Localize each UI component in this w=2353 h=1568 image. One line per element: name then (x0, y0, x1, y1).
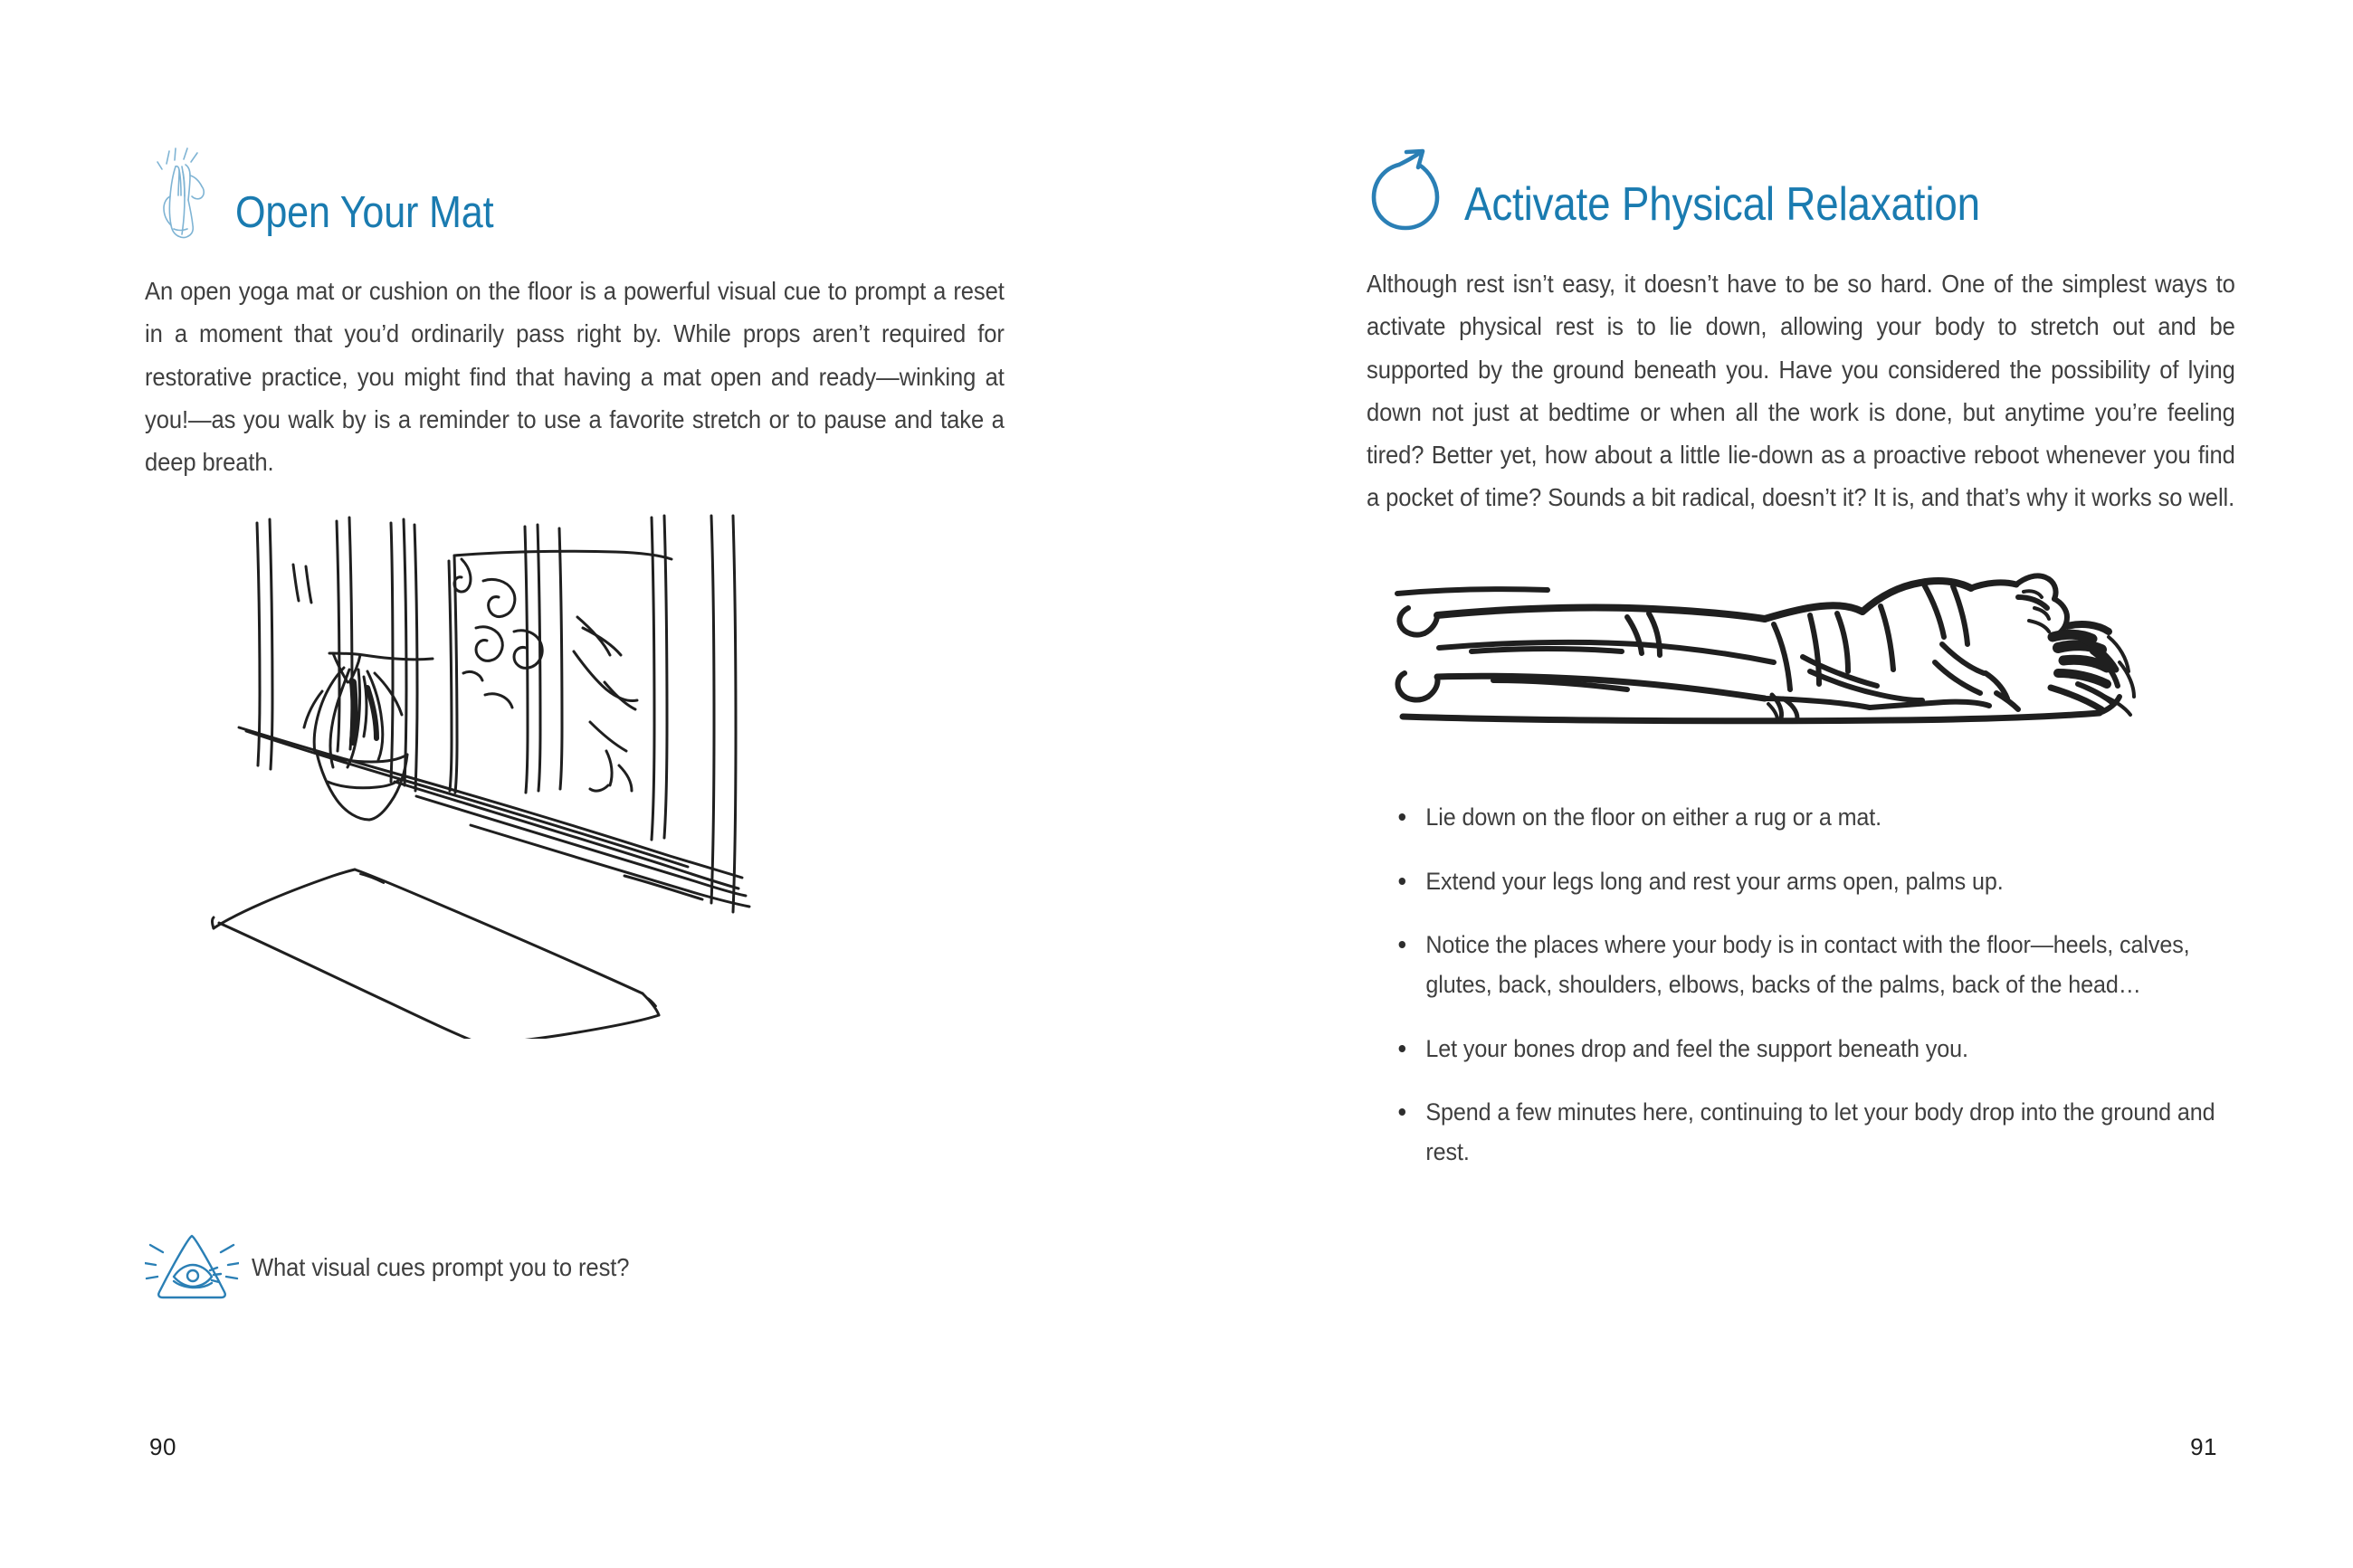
page-number-right: 91 (2190, 1433, 2217, 1460)
right-heading: Activate Physical Relaxation (1367, 145, 2235, 232)
list-item: Notice the places where your body is in … (1394, 926, 2231, 1004)
left-paragraph: An open yoga mat or cushion on the floor… (145, 277, 1005, 477)
page-left: Open Your Mat An open yoga mat or cushio… (0, 0, 1176, 1568)
circular-reset-arrow-icon (1367, 147, 1444, 232)
praying-hands-icon (145, 145, 215, 239)
list-item: Lie down on the floor on either a rug or… (1394, 798, 2231, 838)
right-paragraph: Although rest isn’t easy, it doesn’t hav… (1367, 270, 2235, 512)
list-item: Spend a few minutes here, continuing to … (1394, 1093, 2231, 1172)
list-item: Extend your legs long and rest your arms… (1394, 862, 2231, 902)
window-with-plant-and-yoga-mat-sketch (199, 514, 796, 1040)
left-heading-title: Open Your Mat (235, 188, 494, 237)
left-reflection-prompt-text: What visual cues prompt you to rest? (252, 1253, 630, 1281)
person-lying-supine-savasana-sketch (1385, 561, 2199, 733)
page-number-left: 90 (149, 1433, 176, 1460)
left-heading: Open Your Mat (145, 145, 1005, 239)
right-heading-title: Activate Physical Relaxation (1464, 178, 1980, 231)
left-reflection-prompt: What visual cues prompt you to rest? (143, 1225, 658, 1310)
relaxation-steps-list: Lie down on the floor on either a rug or… (1367, 798, 2235, 1173)
list-item: Let your bones drop and feel the support… (1394, 1030, 2231, 1069)
eye-in-triangle-icon (143, 1225, 241, 1310)
page-right: Activate Physical Relaxation Although re… (1176, 0, 2353, 1568)
